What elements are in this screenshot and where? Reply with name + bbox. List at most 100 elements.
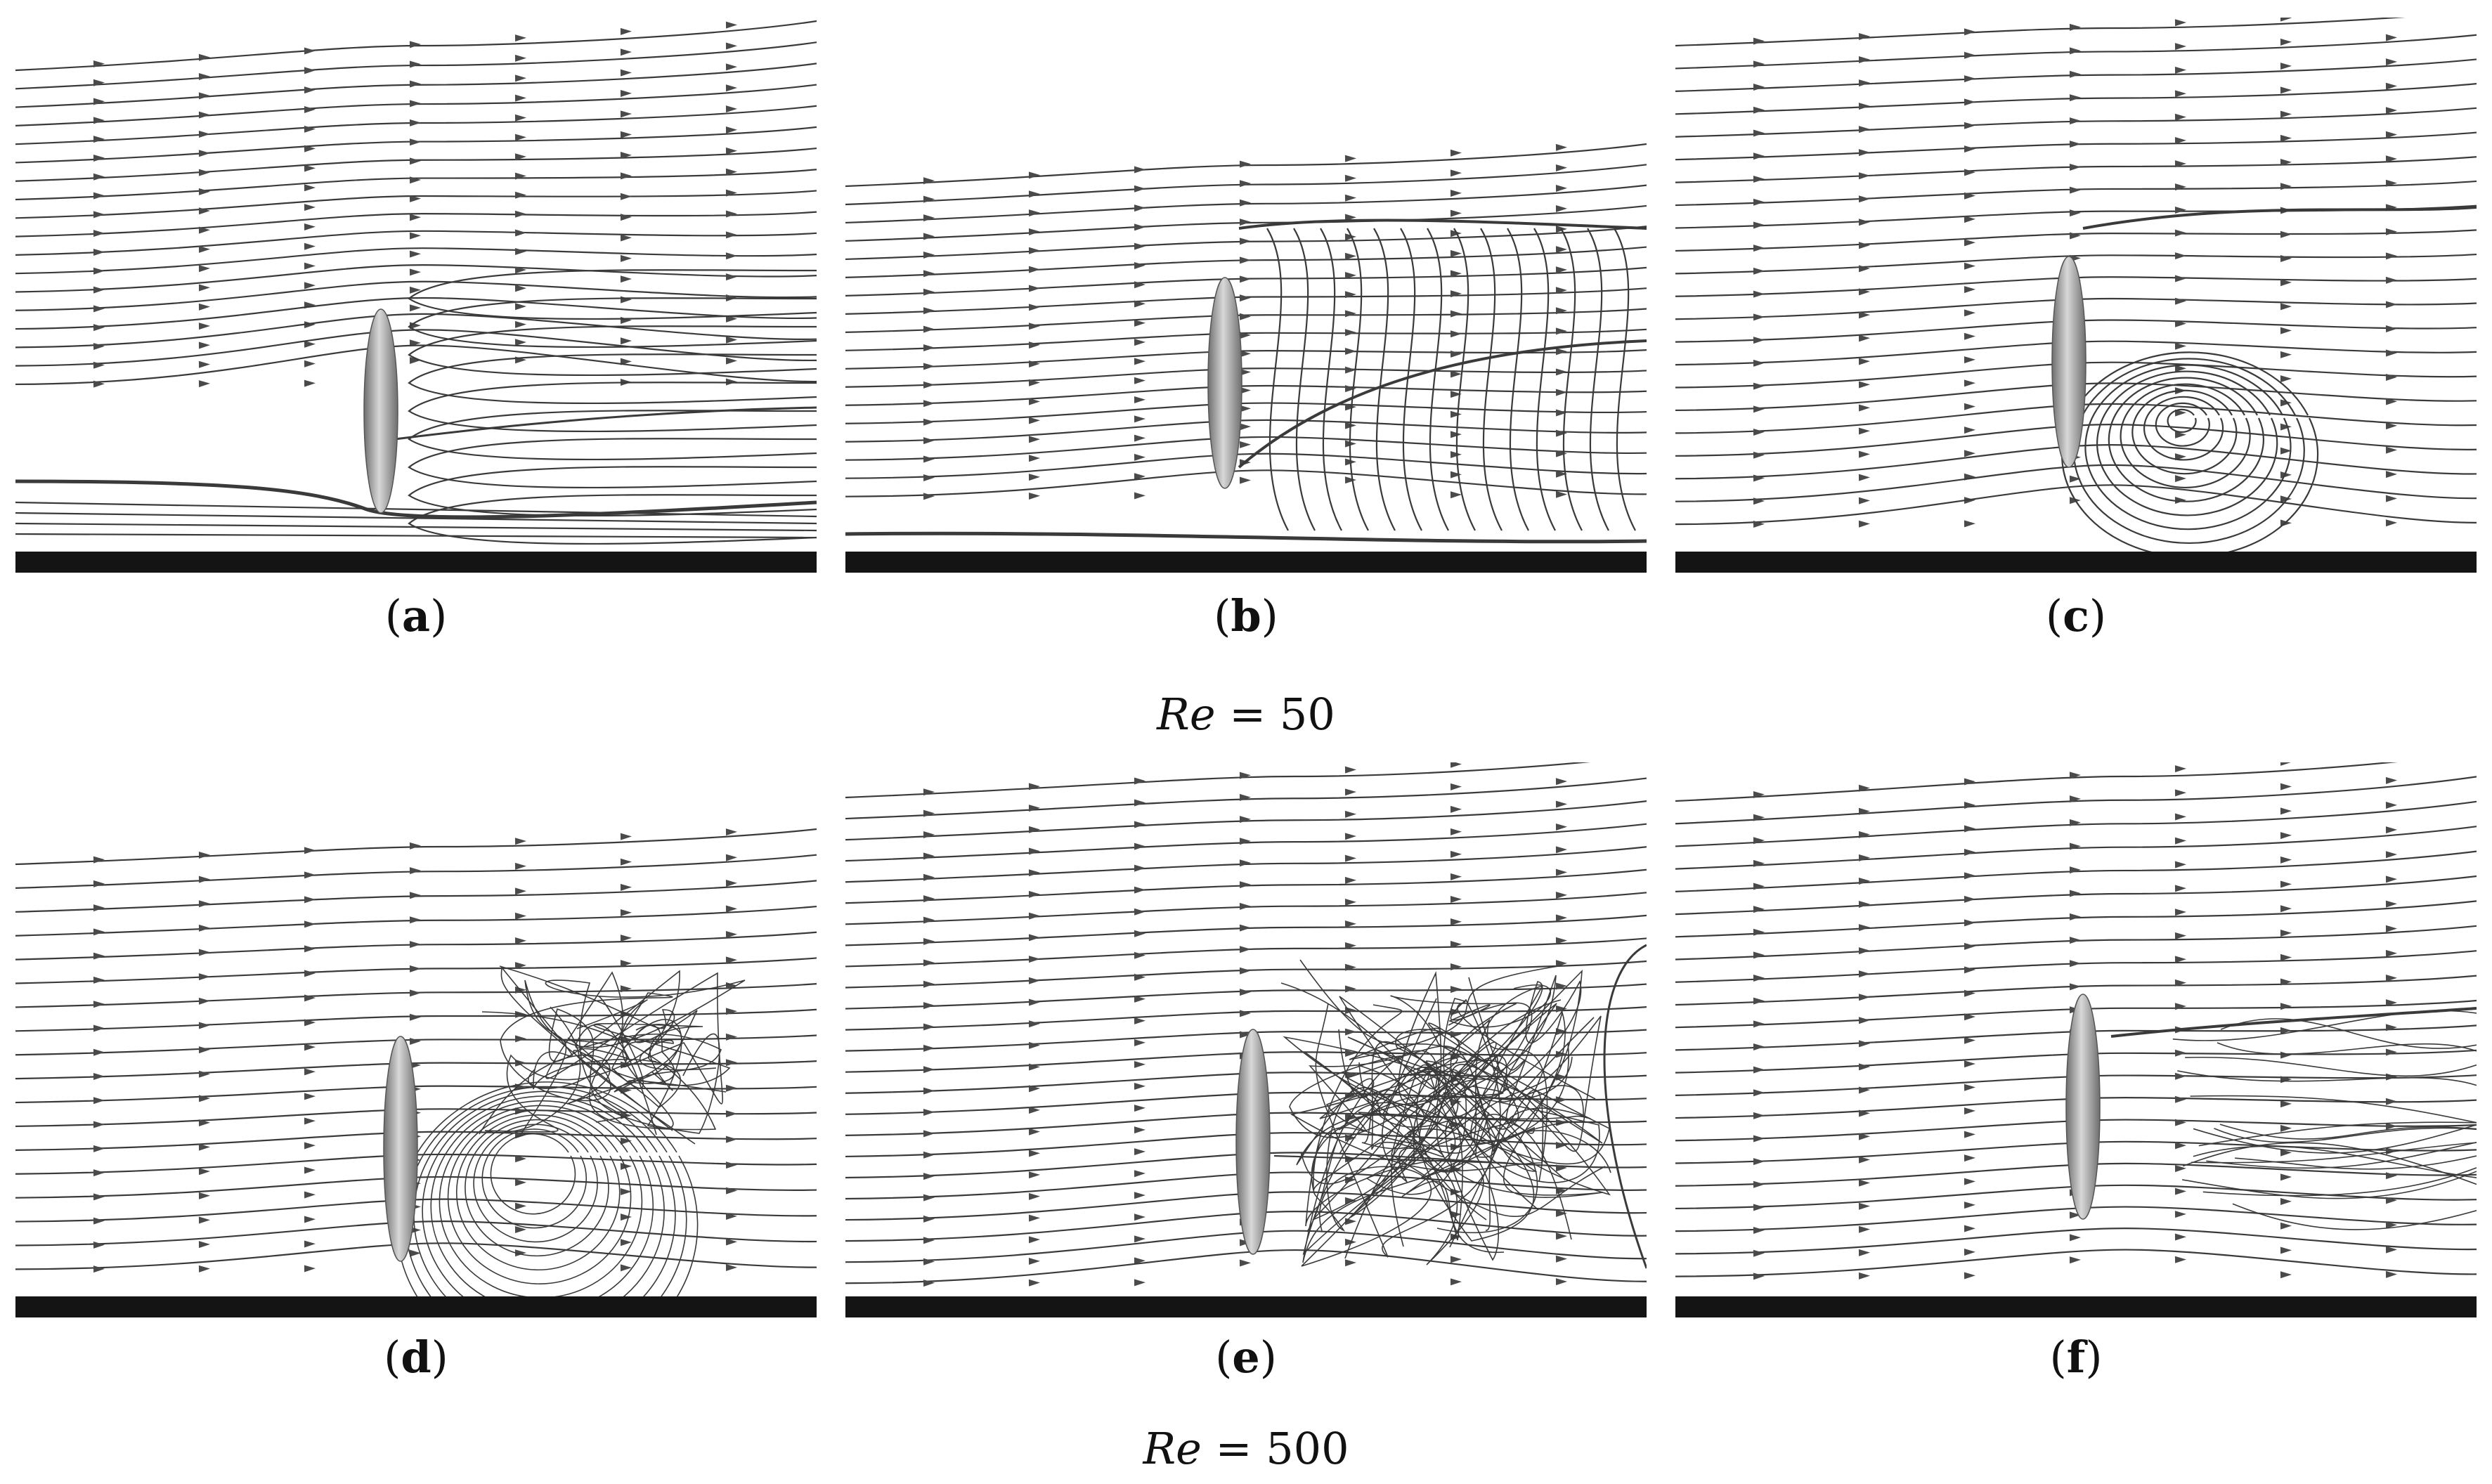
streamline: [519, 979, 746, 1136]
flow-arrow: [1450, 762, 1462, 768]
streamline: [15, 329, 817, 367]
flow-arrow: [725, 273, 737, 281]
flow-arrow: [1028, 304, 1040, 311]
flow-arrow: [2174, 206, 2186, 214]
flow-arrow: [198, 303, 210, 311]
panel-d: [15, 762, 817, 1317]
flow-arrow: [2385, 131, 2397, 138]
flow-arrow: [2174, 90, 2186, 98]
flow-arrow: [1753, 1204, 1765, 1211]
flow-arrow: [93, 880, 105, 887]
flow-arrow: [2280, 351, 2292, 358]
flow-arrow: [923, 1173, 935, 1180]
streamline: [15, 1242, 817, 1270]
streamline: [1675, 361, 2477, 389]
streamline: [2183, 1142, 2477, 1185]
flow-arrow: [1964, 145, 1975, 153]
flow-arrow: [1028, 398, 1040, 405]
streamline: [15, 1221, 817, 1247]
streamline: [1614, 228, 1636, 531]
streamline: [576, 999, 731, 1091]
flow-arrow: [2280, 254, 2292, 262]
flow-arrow: [1239, 350, 1251, 358]
flow-arrow: [1450, 290, 1462, 298]
flow-arrow: [1858, 1017, 1870, 1024]
streamline: [15, 1198, 817, 1223]
flow-arrow: [1450, 249, 1462, 257]
flow-arrow: [923, 1109, 935, 1117]
flow-arrow: [1239, 924, 1251, 932]
streamline: [1675, 253, 2477, 275]
flow-arrow: [1450, 149, 1462, 157]
flow-arrow: [923, 1066, 935, 1074]
re-symbol: Re: [1143, 1423, 1202, 1474]
flow-arrow: [1134, 319, 1146, 327]
flow-arrow: [2069, 163, 2081, 171]
flow-arrow: [2385, 374, 2397, 382]
flow-arrow: [93, 1121, 105, 1128]
streamline: [1507, 228, 1529, 531]
flow-arrow: [1964, 942, 1975, 950]
flow-arrow: [2174, 1049, 2186, 1057]
flow-arrow: [514, 339, 526, 346]
flow-arrow: [198, 207, 210, 215]
streamline: [447, 1109, 632, 1284]
flow-arrow: [304, 1216, 316, 1223]
flow-arrow: [1134, 1148, 1146, 1156]
flow-arrow: [1028, 209, 1040, 217]
streamline: [2167, 408, 2197, 433]
streamline: [845, 1051, 1647, 1073]
streamline: [1675, 1097, 2477, 1119]
flow-arrow: [93, 1217, 105, 1225]
flow-arrow: [2280, 807, 2292, 815]
flow-arrow: [2174, 1187, 2186, 1195]
panel-a: [15, 18, 817, 573]
ellipse-body: [1235, 1029, 1271, 1255]
flow-arrow: [725, 210, 737, 218]
flow-arrow: [1555, 389, 1567, 396]
flow-arrow: [1344, 476, 1356, 484]
streamline: [1361, 1002, 1584, 1150]
flow-arrow: [93, 1024, 105, 1032]
flow-arrow: [1239, 441, 1251, 448]
flow-arrow: [1753, 837, 1765, 845]
flow-arrow: [198, 973, 210, 981]
streamline: [2214, 1127, 2477, 1143]
streamline: [1675, 900, 2477, 938]
flow-arrow: [1239, 405, 1251, 412]
flow-arrow: [1858, 404, 1870, 412]
wall-boundary: [15, 1296, 817, 1317]
flow-arrow: [409, 138, 421, 146]
flow-arrow: [725, 1187, 737, 1195]
flow-arrow: [2280, 1247, 2292, 1254]
flow-arrow: [1239, 313, 1251, 320]
streamline: [1675, 1049, 2477, 1074]
flow-arrow: [2385, 82, 2397, 90]
flow-arrow: [514, 134, 526, 141]
flow-arrow: [2069, 819, 2081, 826]
streamline: [15, 512, 817, 525]
flow-arrow: [2385, 1246, 2397, 1254]
flow-arrow: [1134, 864, 1146, 872]
streamline: [2155, 402, 2210, 447]
flow-arrow: [1028, 1171, 1040, 1179]
flow-arrow: [1028, 805, 1040, 812]
streamline: [15, 297, 817, 330]
flow-arrow: [1753, 790, 1765, 798]
flow-arrow: [1450, 918, 1462, 925]
flow-arrow: [93, 248, 105, 256]
flow-arrow: [2385, 801, 2397, 809]
streamline: [1675, 229, 2477, 252]
flow-arrow: [304, 67, 316, 74]
flow-arrow: [1858, 947, 1870, 955]
flow-arrow: [1028, 998, 1040, 1006]
flow-arrow: [2174, 252, 2186, 260]
flow-arrow: [1028, 783, 1040, 790]
flow-arrow: [1964, 919, 1975, 927]
flow-arrow: [514, 285, 526, 292]
flow-arrow: [1134, 842, 1146, 850]
flow-arrow: [304, 340, 316, 348]
streamline: [1675, 424, 2477, 457]
flow-arrow: [725, 315, 737, 323]
flow-arrow: [2385, 1098, 2397, 1105]
